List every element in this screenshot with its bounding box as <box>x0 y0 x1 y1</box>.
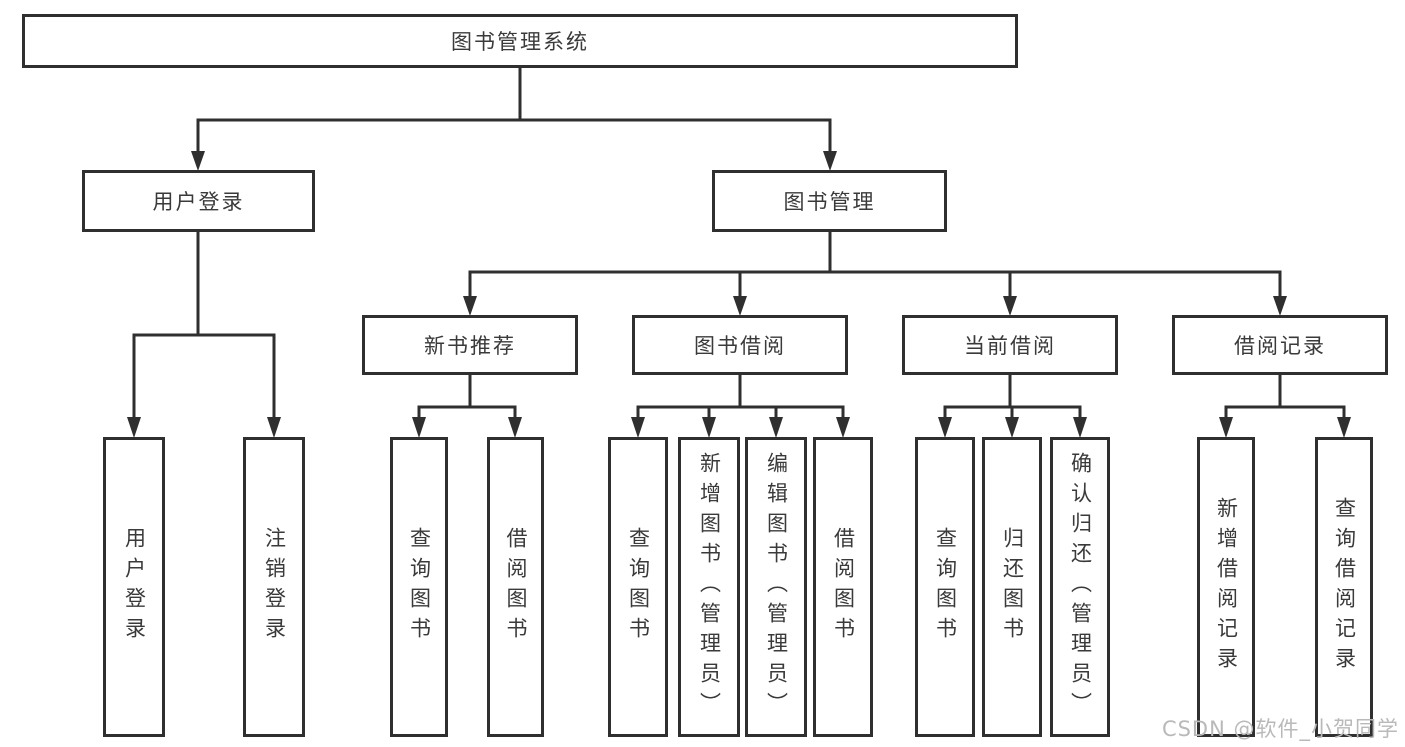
leaf-newbooks-borrow-books-label: 借阅图书 <box>504 527 528 647</box>
node-book-management: 图书管理 <box>712 170 947 232</box>
csdn-watermark: CSDN @软件_小贺同学 <box>1161 717 1399 741</box>
leaf-borrow-borrow-books-label: 借阅图书 <box>831 527 856 647</box>
connector-root-to-level2 <box>196 66 832 158</box>
node-new-book-recommend: 新书推荐 <box>362 315 578 375</box>
arrowheads-newbooks-leaves <box>412 417 522 438</box>
node-borrow-records-label: 借阅记录 <box>1234 334 1326 358</box>
leaf-records-add-record-label: 新增借阅记录 <box>1214 497 1239 677</box>
leaf-current-query-books: 查询图书 <box>915 437 975 737</box>
leaf-borrow-query-books-label: 查询图书 <box>626 527 651 647</box>
leaf-current-return-books: 归还图书 <box>982 437 1042 737</box>
leaf-logout-label: 注销登录 <box>262 527 287 647</box>
node-current-borrow-label: 当前借阅 <box>964 334 1056 358</box>
leaf-current-confirm-return-admin-label: 确认归还（管理员） <box>1068 452 1093 722</box>
leaf-records-query-record: 查询借阅记录 <box>1315 437 1373 737</box>
leaf-borrow-query-books: 查询图书 <box>608 437 668 737</box>
connector-newbooks-to-leaves <box>417 375 517 424</box>
connector-records-to-leaves <box>1224 375 1346 424</box>
leaf-current-return-books-label: 归还图书 <box>1000 527 1025 647</box>
node-user-login: 用户登录 <box>82 170 315 232</box>
arrowheads-userlogin-leaves <box>127 417 281 438</box>
arrowheads-bookborrow-leaves <box>631 417 850 438</box>
arrowheads-records-leaves <box>1219 417 1351 438</box>
connector-bookmgmt-to-level3 <box>468 232 1282 303</box>
node-new-book-recommend-label: 新书推荐 <box>424 334 516 358</box>
node-root-label: 图书管理系统 <box>451 30 589 54</box>
leaf-logout: 注销登录 <box>243 437 305 737</box>
node-book-management-label: 图书管理 <box>783 190 876 214</box>
connector-bookborrow-to-leaves <box>636 375 845 424</box>
leaf-newbooks-query-books: 查询图书 <box>390 437 448 737</box>
node-book-borrow-label: 图书借阅 <box>694 334 786 358</box>
node-user-login-label: 用户登录 <box>152 190 245 214</box>
leaf-current-query-books-label: 查询图书 <box>933 527 958 647</box>
node-book-borrow: 图书借阅 <box>632 315 848 375</box>
leaf-user-login-label: 用户登录 <box>122 527 147 647</box>
arrowheads-level3 <box>463 296 1287 316</box>
leaf-newbooks-query-books-label: 查询图书 <box>407 527 432 647</box>
leaf-borrow-edit-books-admin: 编辑图书（管理员） <box>745 437 807 737</box>
connector-userlogin-to-leaves <box>132 232 276 424</box>
node-current-borrow: 当前借阅 <box>902 315 1118 375</box>
arrowheads-level2 <box>191 151 837 171</box>
leaf-borrow-edit-books-admin-label: 编辑图书（管理员） <box>764 452 789 722</box>
leaf-newbooks-borrow-books: 借阅图书 <box>487 437 544 737</box>
leaf-user-login: 用户登录 <box>103 437 165 737</box>
node-borrow-records: 借阅记录 <box>1172 315 1388 375</box>
node-root: 图书管理系统 <box>22 14 1018 68</box>
arrowheads-currentborrow-leaves <box>938 417 1087 438</box>
connector-currentborrow-to-leaves <box>943 375 1082 424</box>
leaf-borrow-add-books-admin-label: 新增图书（管理员） <box>697 452 722 722</box>
leaf-records-add-record: 新增借阅记录 <box>1197 437 1255 737</box>
leaf-current-confirm-return-admin: 确认归还（管理员） <box>1050 437 1110 737</box>
leaf-borrow-borrow-books: 借阅图书 <box>813 437 873 737</box>
leaf-borrow-add-books-admin: 新增图书（管理员） <box>678 437 740 737</box>
leaf-records-query-record-label: 查询借阅记录 <box>1332 497 1357 677</box>
